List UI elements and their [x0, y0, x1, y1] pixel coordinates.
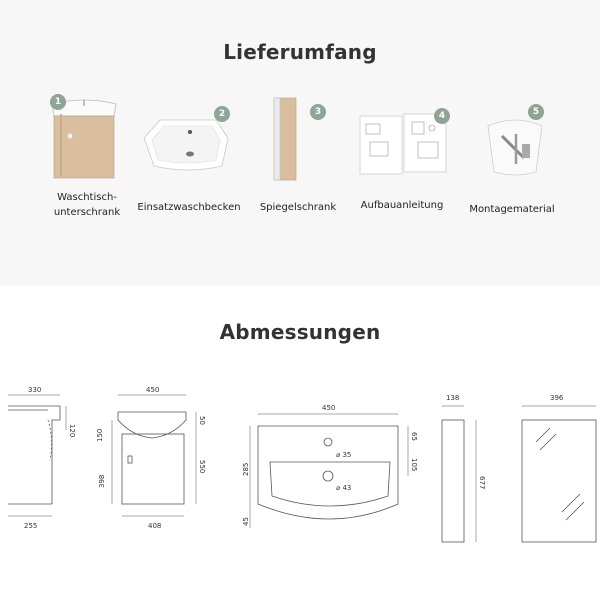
item-number-badge: 2 — [214, 106, 230, 122]
dim-label: 50 — [198, 416, 206, 425]
side-view-drawing — [8, 394, 67, 517]
delivery-title: Lieferumfang — [223, 40, 377, 64]
hardware-bag-image — [487, 119, 543, 176]
dim-label: 285 — [242, 463, 250, 476]
item-number-badge: 1 — [50, 94, 66, 110]
item-vanity-cabinet: 1 — [44, 94, 124, 184]
item-number-badge: 4 — [434, 108, 450, 124]
dimensions-title: Abmessungen — [219, 320, 381, 344]
item-label-line: Waschtisch- — [57, 192, 117, 203]
dim-label: 677 — [478, 476, 486, 489]
item-label-mirror: Spiegelschrank — [259, 202, 337, 213]
mirror-front-drawing — [521, 405, 597, 543]
dimensions-section — [0, 286, 600, 600]
dim-label: 398 — [98, 475, 106, 488]
front-view-drawing — [111, 394, 197, 517]
dim-label: 105 — [410, 458, 418, 471]
dim-label: 150 — [96, 429, 104, 442]
vanity-cabinet-image — [51, 99, 117, 179]
dim-label: 450 — [322, 404, 335, 412]
dim-label: ⌀ 35 — [336, 451, 351, 459]
dim-label: 396 — [550, 394, 564, 402]
dim-label: 550 — [198, 460, 206, 473]
dim-label: 330 — [28, 386, 41, 394]
dim-label: 408 — [148, 522, 161, 530]
item-instructions: 4 — [356, 108, 452, 178]
dim-label: 120 — [68, 424, 76, 437]
dimension-drawings: 330 120 255 450 50 150 398 550 408 450 2… — [8, 386, 597, 543]
item-label-basin: Einsatzwaschbecken — [137, 202, 241, 213]
basin-image — [143, 119, 229, 171]
item-label-line: unterschrank — [53, 207, 121, 218]
mirror-side-drawing — [441, 405, 477, 543]
dim-label: 255 — [24, 522, 37, 530]
dim-label: 138 — [446, 394, 459, 402]
item-label-mounting: Montagematerial — [469, 204, 555, 215]
item-number-badge: 3 — [310, 104, 326, 120]
item-mirror-cabinet: 3 — [266, 92, 326, 184]
item-label-instructions: Aufbauanleitung — [360, 200, 444, 211]
basin-plan-drawing — [249, 413, 409, 528]
item-label-vanity: Waschtisch- unterschrank — [44, 190, 130, 220]
item-basin: 2 — [138, 106, 234, 178]
mirror-cabinet-image — [273, 97, 297, 181]
dim-label: ⌀ 43 — [336, 484, 351, 492]
dim-label: 450 — [146, 386, 159, 394]
dim-label: 45 — [242, 517, 250, 526]
manual-image — [359, 113, 447, 175]
item-mounting-material: 5 — [476, 104, 556, 182]
item-number-badge: 5 — [528, 104, 544, 120]
dim-label: 65 — [410, 432, 418, 441]
